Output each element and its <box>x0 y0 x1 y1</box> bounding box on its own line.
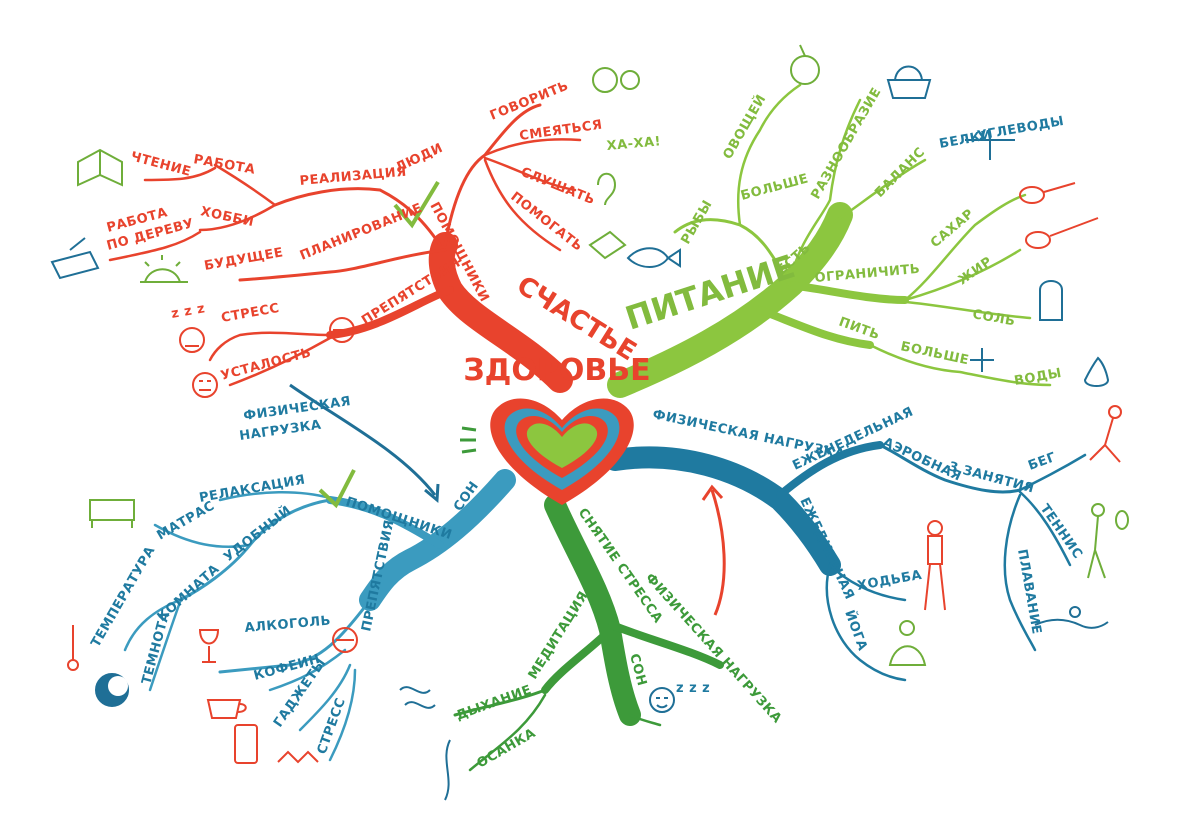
salt-shaker-icon <box>1039 280 1063 321</box>
sunrise-icon <box>140 255 188 283</box>
label-alcohol: АЛКОГОЛЬ <box>244 613 332 635</box>
walker-icon <box>924 520 946 611</box>
scales-icon <box>965 139 1015 160</box>
label-relief-activity: ФИЗИЧЕСКАЯ НАГРУЗКА <box>642 571 784 727</box>
sleeping-face-icon <box>649 687 675 713</box>
no-sign-icon <box>332 627 358 653</box>
spoon-icon <box>1019 182 1076 204</box>
happiness-trunk <box>428 232 573 393</box>
wine-glass-icon <box>198 629 220 663</box>
phone-icon <box>234 724 258 764</box>
label-meditation: МЕДИТАЦИЯ <box>526 589 592 682</box>
label-salt: СОЛЬ <box>971 307 1016 329</box>
sleep-branches <box>123 490 372 762</box>
label-fish: РЫБЫ <box>678 198 715 247</box>
label-talk: ГОВОРИТЬ <box>488 79 571 124</box>
label-walk: ХОДЬБА <box>856 568 923 594</box>
main-trunks <box>326 202 909 726</box>
plus-icon <box>970 348 994 372</box>
basket-icon <box>886 65 932 99</box>
bed-icon <box>89 499 135 528</box>
activity-trunk <box>604 446 841 576</box>
label-zzz: z z z <box>170 301 206 322</box>
label-swim: ПЛАВАНИЕ <box>1014 548 1044 636</box>
label-relax: РЕЛАКСАЦИЯ <box>198 473 306 506</box>
label-planning: ПЛАНИРОВАНИЕ <box>298 201 425 264</box>
book-icon <box>77 148 123 187</box>
runner-icon <box>1089 405 1122 463</box>
label-fat: ЖИР <box>956 254 996 288</box>
activity-arrow <box>710 489 726 616</box>
label-mattress: МАТРАС <box>155 498 218 543</box>
happiness-branches <box>108 103 582 387</box>
label-tennis: ТЕННИС <box>1037 502 1085 562</box>
relief-branches <box>453 688 662 772</box>
stressed-face-icon <box>179 327 205 353</box>
activity-branches <box>825 443 1087 682</box>
label-run: БЕГ <box>1026 450 1058 474</box>
label-balance: БАЛАНС <box>872 145 928 201</box>
swimmer-icon <box>1034 606 1109 629</box>
label-relief-zzz: z z z <box>676 681 710 696</box>
tired-face-icon <box>192 372 218 398</box>
breathing-icon <box>399 686 436 709</box>
spine-icon <box>444 739 451 801</box>
tennis-player-icon <box>1087 503 1129 579</box>
no-sign-icon <box>329 317 355 343</box>
thermometer-icon <box>67 625 79 671</box>
label-temperature: ТЕМПЕРАТУРА <box>88 544 158 650</box>
vegetables-icon <box>790 44 820 85</box>
speech-bubbles-icon <box>592 67 640 93</box>
yoga-icon <box>888 620 927 666</box>
label-comfy: УДОБНЫЙ <box>221 502 295 565</box>
label-carbs: УГЛЕВОДЫ <box>976 114 1065 144</box>
label-more: БОЛЬШЕ <box>739 171 810 204</box>
label-fatigue: УСТАЛОСТЬ <box>219 345 313 384</box>
label-stress: СТРЕСС <box>220 301 281 326</box>
sleep-trunk <box>359 469 516 611</box>
helping-hands-icon <box>588 230 627 260</box>
label-posture: ОСАНКА <box>475 726 539 772</box>
label-future: БУДУЩЕЕ <box>203 245 284 274</box>
fish-icon <box>626 247 681 268</box>
label-more2: БОЛЬШЕ <box>899 339 970 368</box>
label-reading: ЧТЕНИЕ <box>129 149 193 180</box>
zigzag-icon <box>277 750 319 764</box>
spoon-icon <box>1025 217 1099 249</box>
arrows <box>289 383 726 616</box>
ear-icon <box>597 172 617 206</box>
label-limit: ОГРАНИЧИТЬ <box>814 262 921 286</box>
check-icon <box>318 469 356 509</box>
check-icon <box>393 180 440 229</box>
coffee-cup-icon <box>206 699 247 719</box>
water-drop-icon <box>1083 356 1110 387</box>
label-breathing: ДЫХАНИЕ <box>454 683 534 724</box>
nutrition-trunk <box>607 202 853 398</box>
moon-icon <box>95 673 129 707</box>
label-realization: РЕАЛИЗАЦИЯ <box>299 165 407 189</box>
center-title: ЗДОРОВЬЕ <box>463 353 650 388</box>
label-haha: ХА-ХА! <box>606 134 662 154</box>
heart-icon <box>490 398 634 505</box>
heart-rays <box>460 426 477 454</box>
sleep-arrow <box>289 383 437 496</box>
label-variety: РАЗНООБРАЗИЕ <box>808 85 884 202</box>
woodwork-icon <box>50 237 100 280</box>
label-sleep-phys-1: ФИЗИЧЕСКАЯ <box>242 394 352 424</box>
nutrition-branches <box>673 83 1052 387</box>
